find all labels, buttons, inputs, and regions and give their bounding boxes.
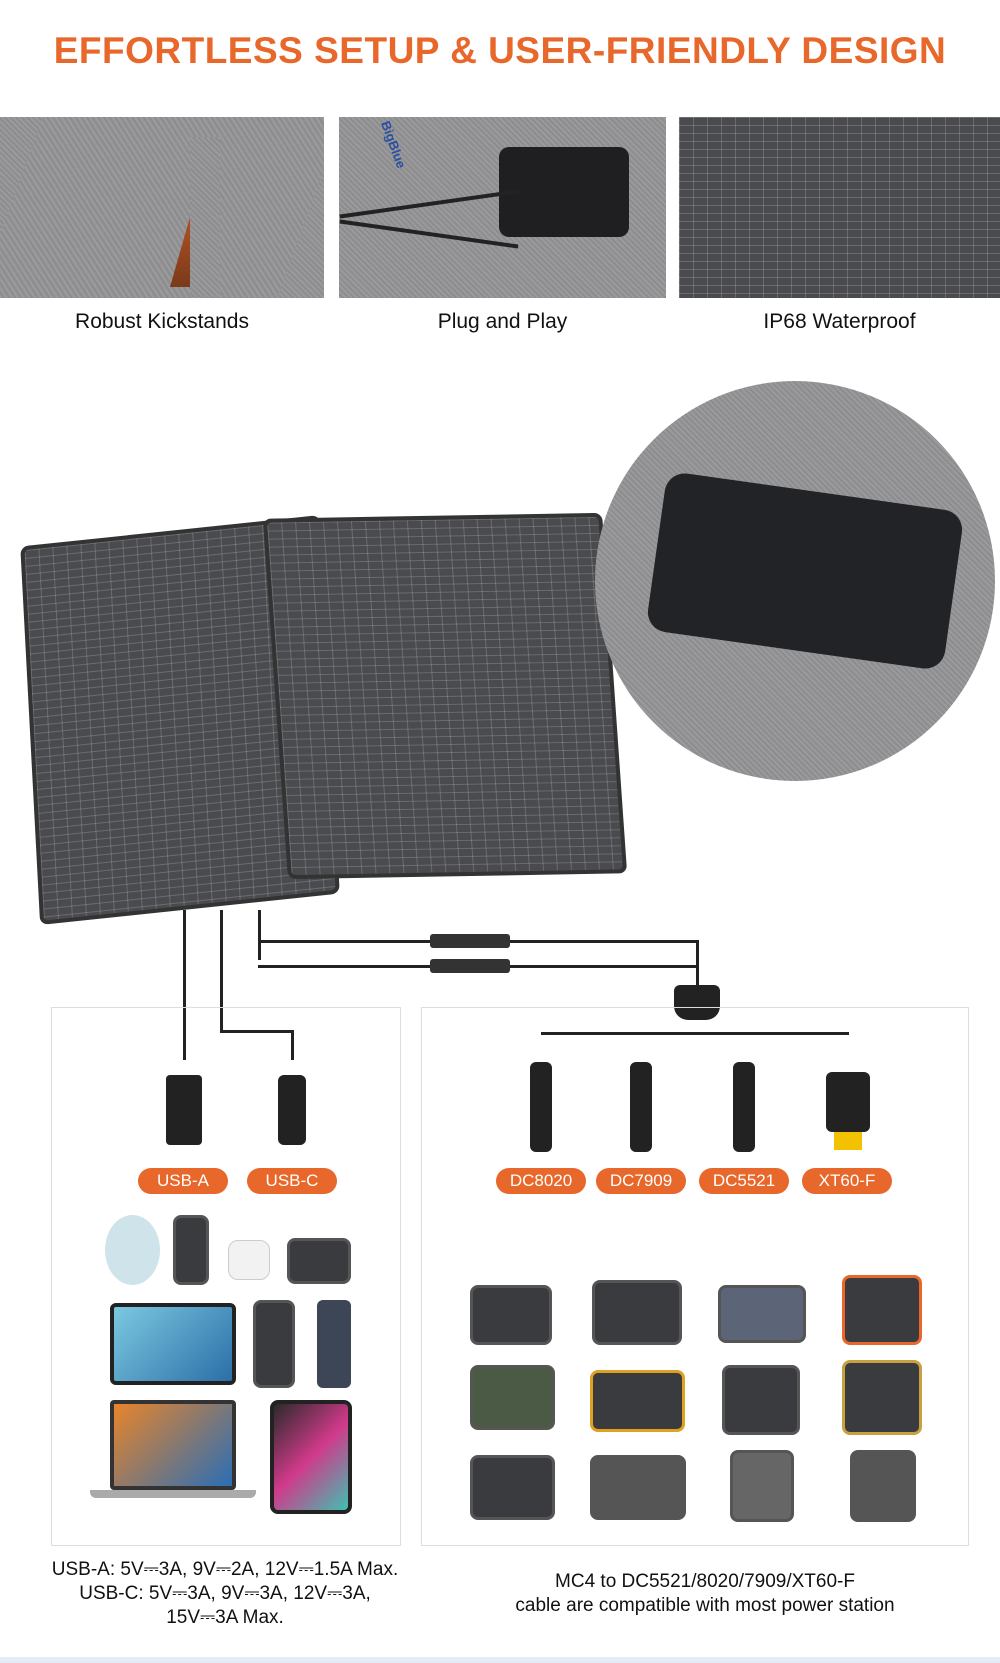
usb-a-plug-icon [166,1075,202,1145]
tablet-device [110,1303,236,1385]
port-label-dc7909: DC7909 [596,1168,686,1194]
ipad-device [270,1400,352,1514]
brand-logo: BigBlue [378,118,410,171]
solar-panel-right [262,512,628,880]
power-station [842,1360,922,1435]
power-station [722,1365,800,1435]
power-station [730,1450,794,1522]
junction-box-closeup [595,381,995,781]
port-label-dc5521: DC5521 [699,1168,789,1194]
power-station [842,1275,922,1345]
feature-caption: Robust Kickstands [75,310,249,333]
gps-device [173,1215,209,1285]
power-station [850,1450,916,1522]
feature-caption: IP68 Waterproof [763,310,916,333]
power-station [470,1455,555,1520]
dc5521-plug-icon [733,1062,755,1152]
usb-section [51,1007,401,1546]
power-station [592,1280,682,1345]
port-label-usb-c: USB-C [247,1168,337,1194]
fan-device [105,1215,160,1285]
waterproof-photo [679,117,1000,298]
page-title: EFFORTLESS SETUP & USER-FRIENDLY DESIGN [53,30,947,71]
dc-section [421,1007,969,1546]
feature-caption: Plug and Play [437,310,568,333]
usb-specs: USB-A: 5V⎓3A, 9V⎓2A, 12V⎓1.5A Max. USB-C… [51,1559,399,1628]
port-label-dc8020: DC8020 [496,1168,586,1194]
dc-specs: MC4 to DC5521/8020/7909/XT60-F cable are… [515,1571,895,1616]
kickstand-photo [0,117,324,298]
port-label-usb-a: USB-A [138,1168,228,1194]
power-bank-device [317,1300,351,1388]
phone-device [253,1300,295,1388]
power-station [470,1285,552,1345]
dc8020-plug-icon [530,1062,552,1152]
port-label-xt60-f: XT60-F [802,1168,892,1194]
usb-c-plug-icon [278,1075,306,1145]
power-station [470,1365,555,1430]
earbuds-device [228,1240,270,1280]
mc4-connector [430,934,510,948]
power-station [590,1455,686,1520]
junction-box [645,470,965,672]
dc7909-plug-icon [630,1062,652,1152]
action-camera-device [287,1238,351,1284]
power-station [718,1285,806,1343]
xt60-plug-icon [826,1072,870,1132]
mc4-connector [430,959,510,973]
plug-and-play-photo: BigBlue [339,117,666,298]
laptop-device [110,1400,236,1490]
power-station [590,1370,685,1432]
